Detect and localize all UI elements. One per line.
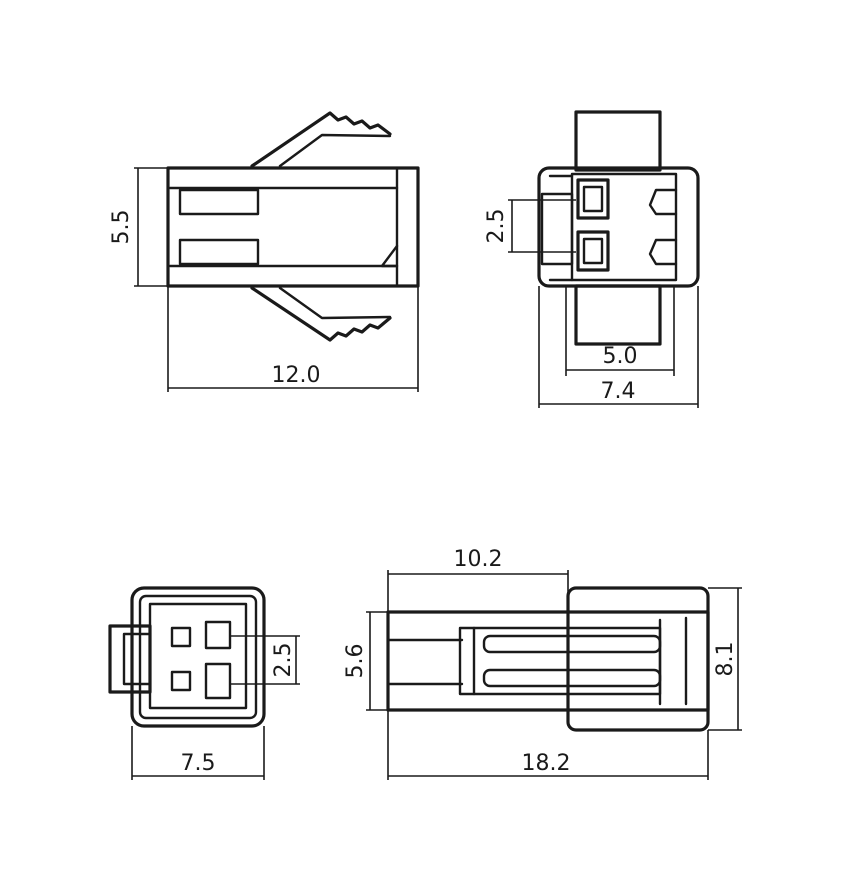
female-side-view: [386, 586, 710, 732]
dim-label-7-4: 7.4: [601, 379, 636, 404]
dim-label-5-0: 5.0: [603, 344, 638, 369]
male-end-view: [537, 110, 700, 346]
dim-length-12-0: 12.0: [167, 286, 419, 392]
dim-width-7-5: 7.5: [131, 726, 265, 780]
dim-width-7-4: 7.4: [538, 286, 699, 408]
dim-length-18-2: 18.2: [387, 710, 709, 780]
dim-width-5-0: 5.0: [565, 286, 675, 376]
dim-label-2-5-bottom: 2.5: [271, 643, 296, 678]
female-end-view: [108, 586, 266, 728]
dim-label-8-1: 8.1: [713, 642, 738, 677]
male-side-view: [166, 111, 420, 342]
dim-pitch-2-5-bottom: 2.5: [230, 635, 300, 685]
dim-label-5-5: 5.5: [109, 210, 134, 245]
dim-label-2-5-top: 2.5: [484, 209, 509, 244]
dim-pitch-2-5-top: 2.5: [484, 199, 576, 253]
dim-label-18-2: 18.2: [522, 751, 571, 776]
dim-length-10-2: 10.2: [387, 547, 569, 612]
dim-height-8-1: 8.1: [708, 587, 742, 731]
dim-label-10-2: 10.2: [454, 547, 503, 572]
dim-height-5-5: 5.5: [109, 167, 168, 287]
dim-label-12-0: 12.0: [272, 363, 321, 388]
dim-label-7-5: 7.5: [181, 751, 216, 776]
dim-label-5-6: 5.6: [343, 644, 368, 679]
dim-height-5-6: 5.6: [343, 611, 388, 711]
